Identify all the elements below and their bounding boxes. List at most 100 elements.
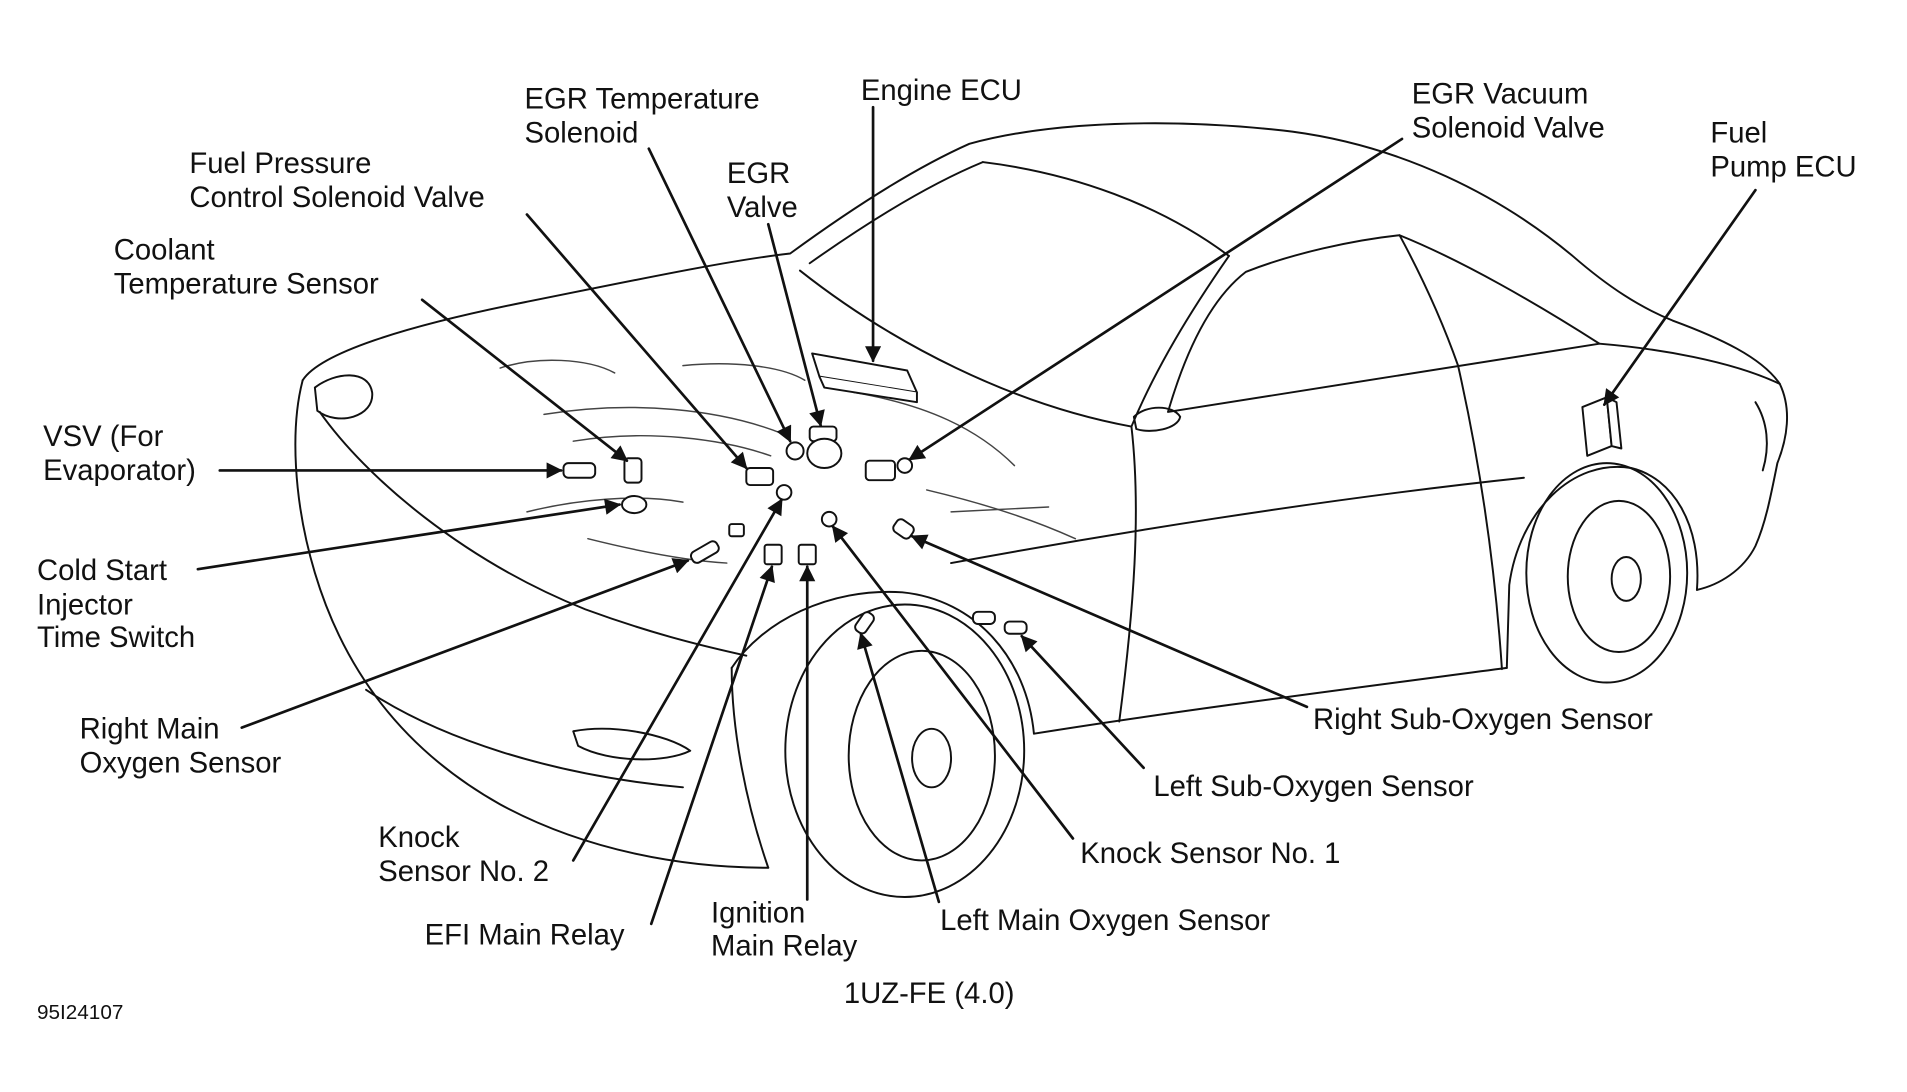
sensor-connector-component <box>728 523 745 538</box>
label-engine-ecu: Engine ECU <box>861 75 1022 107</box>
label-line: Control Solenoid Valve <box>189 182 484 214</box>
label-line: Sensor No. 2 <box>378 856 549 888</box>
cold-start-injector-time-switch-component <box>621 495 648 515</box>
label-line: Fuel <box>1710 118 1767 150</box>
egr-vacuum-solenoid-port <box>896 457 914 474</box>
windshield-header <box>981 161 1230 257</box>
right-main-oxygen-sensor-component <box>689 540 720 564</box>
label-right-main-oxygen-sensor: Right Main Oxygen Sensor <box>80 714 282 780</box>
a-pillar <box>1130 254 1230 428</box>
label-left-sub-oxygen-sensor: Left Sub-Oxygen Sensor <box>1153 771 1474 803</box>
valve-cover-line <box>572 435 772 457</box>
left-main-oxygen-sensor-component <box>854 611 875 635</box>
label-fuel-pressure-control-solenoid-valve: Fuel Pressure Control Solenoid Valve <box>189 148 484 214</box>
front-door-edge <box>1118 425 1137 723</box>
label-line: Engine ECU <box>861 75 1022 107</box>
strut-line <box>852 391 1016 467</box>
engine-ecu-side <box>818 376 918 404</box>
front-hub <box>911 727 953 789</box>
label-line: Coolant <box>114 235 215 267</box>
egr-valve-component <box>806 425 843 469</box>
leader-egr-vacuum-solenoid-valve <box>908 137 1404 461</box>
side-crease <box>950 476 1525 565</box>
label-efi-main-relay: EFI Main Relay <box>425 920 625 952</box>
b-pillar <box>1398 234 1460 367</box>
engine-ecu-component <box>811 352 918 404</box>
label-line: Knock Sensor No. 1 <box>1080 838 1340 870</box>
leader-left-sub-oxygen-sensor <box>1020 634 1145 770</box>
headlight <box>313 374 374 420</box>
label-line: Pump ECU <box>1710 152 1856 184</box>
label-line: Cold Start <box>37 555 167 587</box>
leader-lines <box>196 105 1757 926</box>
car-body-outline <box>301 122 1789 591</box>
leader-cold-start-injector-time-switch <box>196 498 622 571</box>
label-line: Temperature Sensor <box>114 269 379 301</box>
rocker-panel <box>1032 666 1508 735</box>
leader-knock-sensor-no-1 <box>831 525 1075 840</box>
engine-bay-sketch <box>499 359 1077 564</box>
label-line: Right Main <box>80 714 220 746</box>
leader-knock-sensor-no-2 <box>571 498 783 862</box>
label-egr-valve: EGR Valve <box>727 158 798 224</box>
ignition-main-relay-component <box>797 543 817 566</box>
figure-id: 95I24107 <box>37 1001 123 1024</box>
car-illustration <box>294 122 1789 898</box>
label-line: Left Main Oxygen Sensor <box>940 905 1270 937</box>
label-line: Evaporator) <box>43 455 196 487</box>
egr-valve-body <box>806 437 843 469</box>
fog-lamp <box>572 727 692 761</box>
label-line: Oxygen Sensor <box>80 748 282 780</box>
knock-sensor-no-2-component <box>775 484 793 501</box>
rear-tire <box>1525 462 1689 684</box>
rear-door-edge <box>1457 364 1503 671</box>
leader-efi-main-relay <box>649 565 775 926</box>
coolant-temperature-sensor-component <box>623 457 643 484</box>
side-window <box>1167 234 1601 413</box>
component-labels: EGR Temperature Solenoid Engine ECU EGR … <box>37 75 1857 963</box>
windshield-inner-edge <box>808 161 984 265</box>
engine-components <box>562 352 1623 635</box>
fender-trim-line <box>950 506 1050 513</box>
label-line: EGR Temperature <box>525 83 760 115</box>
egr-temperature-solenoid-component <box>785 441 805 461</box>
left-sub-oxygen-sensor-connector <box>1003 620 1028 635</box>
label-line: Fuel Pressure <box>189 148 371 180</box>
label-left-main-oxygen-sensor: Left Main Oxygen Sensor <box>940 905 1270 937</box>
label-coolant-temperature-sensor: Coolant Temperature Sensor <box>114 235 379 301</box>
label-knock-sensor-no-2: Knock Sensor No. 2 <box>378 822 549 888</box>
engine-lower-line <box>587 537 728 564</box>
label-cold-start-injector-time-switch: Cold Start Injector Time Switch <box>37 555 195 654</box>
belt-line-rear <box>1598 342 1781 385</box>
label-line: Right Sub-Oxygen Sensor <box>1313 704 1653 736</box>
engine-top-line <box>543 406 784 435</box>
egr-vacuum-solenoid-valve-component <box>864 457 914 482</box>
leader-coolant-temperature-sensor <box>420 298 629 463</box>
leader-right-sub-oxygen-sensor <box>910 534 1309 709</box>
leader-fuel-pump-ecu <box>1602 188 1757 406</box>
label-knock-sensor-no-1: Knock Sensor No. 1 <box>1080 838 1340 870</box>
label-line: Knock <box>378 822 460 854</box>
rear-rim <box>1566 499 1672 654</box>
fender-inner-line <box>925 489 1077 540</box>
label-right-sub-oxygen-sensor: Right Sub-Oxygen Sensor <box>1313 704 1653 736</box>
egr-vacuum-solenoid-body <box>864 459 896 482</box>
fuel-pump-ecu-component <box>1581 396 1623 457</box>
label-line: Solenoid <box>525 118 639 150</box>
engine-caption: 1UZ-FE (4.0) <box>844 978 1015 1010</box>
cowl-line <box>798 269 1133 428</box>
front-tire <box>784 603 1026 898</box>
intake-line <box>682 363 806 381</box>
taillight-edge <box>1754 401 1768 472</box>
label-line: Left Sub-Oxygen Sensor <box>1153 771 1474 803</box>
front-wheel-arch <box>730 590 1035 735</box>
label-egr-temperature-solenoid: EGR Temperature Solenoid <box>525 83 760 149</box>
label-line: VSV (For <box>43 421 164 453</box>
leader-right-main-oxygen-sensor <box>240 558 690 729</box>
leader-egr-valve <box>766 222 825 427</box>
leader-egr-temperature-solenoid <box>647 147 792 443</box>
label-line: EFI Main Relay <box>425 920 625 952</box>
radiator-outline <box>499 359 616 374</box>
